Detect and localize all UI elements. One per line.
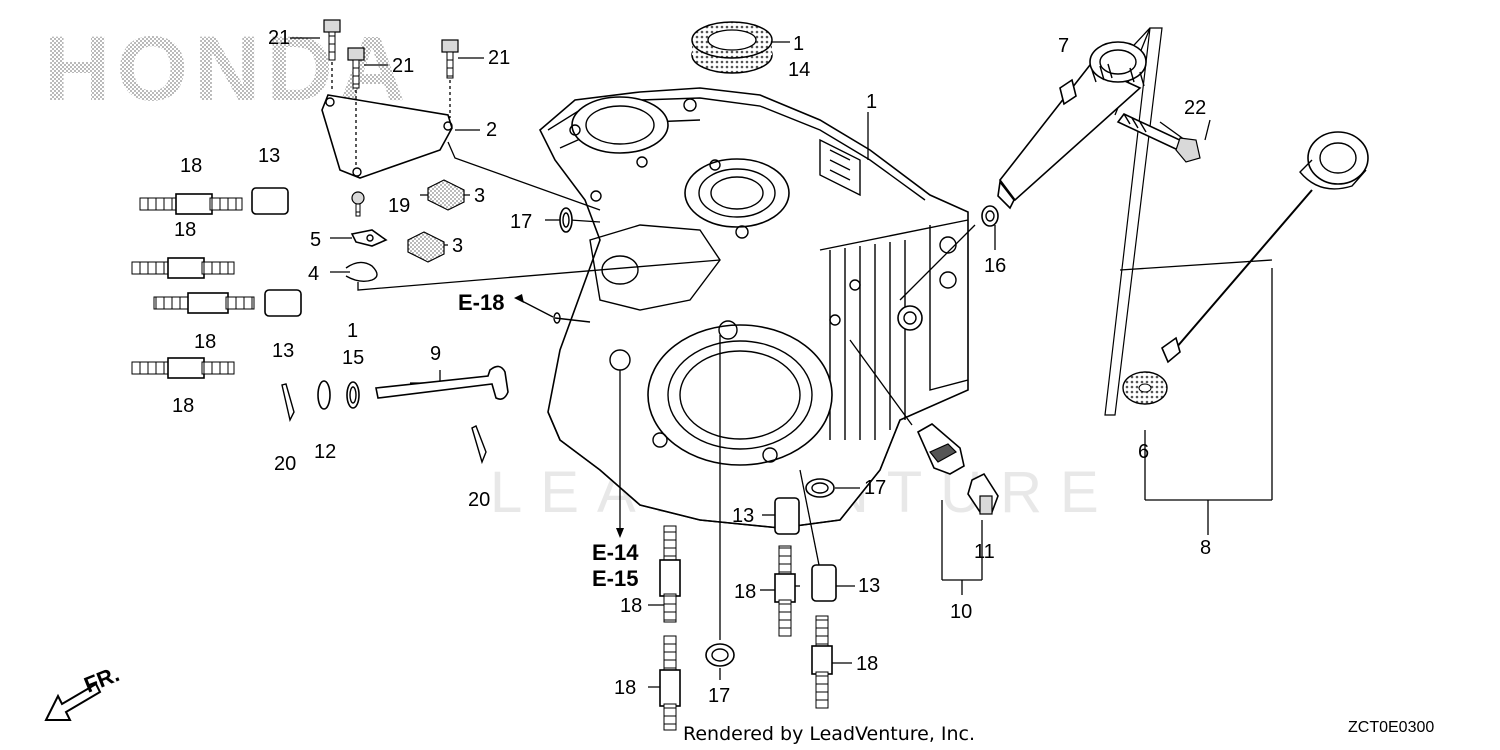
leader-lines	[330, 27, 1273, 688]
callout-5: 5	[310, 229, 321, 251]
breather-pipe	[375, 365, 509, 400]
callout-1: 1	[793, 33, 804, 55]
callout-18: 18	[856, 653, 878, 675]
callout-10: 10	[950, 601, 972, 623]
callout-17: 17	[864, 477, 886, 499]
callout-4: 4	[308, 263, 319, 285]
filler-pipe	[997, 41, 1147, 210]
flange-bolts	[290, 19, 484, 165]
washer-16	[981, 205, 999, 227]
callout-3: 3	[474, 185, 485, 207]
callout-9: 9	[430, 343, 441, 365]
callout-21: 21	[392, 55, 414, 77]
ref-e15: E-15	[592, 566, 638, 591]
filter-blocks	[407, 179, 465, 263]
callout-13: 13	[858, 575, 880, 597]
ref-e14: E-14	[592, 540, 639, 565]
callout-12: 12	[314, 441, 336, 463]
callout-3: 3	[452, 235, 463, 257]
front-label: FR.	[81, 661, 123, 697]
bolt-22	[1116, 113, 1201, 163]
callout-2: 2	[486, 119, 497, 141]
callout-13: 13	[272, 340, 294, 362]
callout-7: 7	[1058, 35, 1069, 57]
callout-17: 17	[510, 211, 532, 233]
cover-plate	[321, 94, 453, 179]
seal-rings	[559, 207, 835, 667]
callout-18: 18	[194, 331, 216, 353]
callout-11: 11	[974, 541, 995, 563]
crankcase	[539, 87, 969, 529]
callout-8: 8	[1200, 537, 1211, 559]
callout-15: 15	[342, 347, 364, 369]
callout-13: 13	[258, 145, 280, 167]
studs-left	[131, 193, 255, 379]
callouts: 1 14 1 1 2 3 3 4 5 6 7 8 9 10 11 12 13 1…	[172, 27, 1211, 707]
callout-20: 20	[274, 453, 296, 475]
ref-e18: E-18	[458, 290, 504, 315]
dowel-pins	[251, 187, 837, 602]
callout-18: 18	[174, 219, 196, 241]
front-arrow-icon	[44, 682, 102, 721]
callout-18: 18	[734, 581, 756, 603]
callout-21: 21	[268, 27, 290, 49]
callout-22: 22	[1184, 97, 1206, 119]
callout-19: 19	[388, 195, 410, 217]
callout-18: 18	[614, 677, 636, 699]
oil-seal	[691, 21, 773, 74]
callout-20: 20	[468, 489, 490, 511]
callout-17: 17	[708, 685, 730, 707]
pins-washers	[281, 380, 487, 465]
oil-sensor	[916, 423, 999, 515]
callout-1: 1	[347, 320, 358, 342]
callout-1: 1	[866, 91, 877, 113]
callout-14: 14	[788, 59, 810, 81]
callout-18: 18	[172, 395, 194, 417]
callout-16: 16	[984, 255, 1006, 277]
callout-18: 18	[180, 155, 202, 177]
callout-21: 21	[488, 47, 510, 69]
callout-6: 6	[1138, 441, 1149, 463]
dipstick	[1122, 131, 1369, 405]
callout-18: 18	[620, 595, 642, 617]
screw-clip-spring	[345, 191, 388, 283]
footer-credit: Rendered by LeadVenture, Inc.	[683, 723, 975, 745]
diagram-code: ZCT0E0300	[1348, 719, 1434, 736]
callout-13: 13	[732, 505, 754, 527]
studs-center	[659, 525, 833, 731]
